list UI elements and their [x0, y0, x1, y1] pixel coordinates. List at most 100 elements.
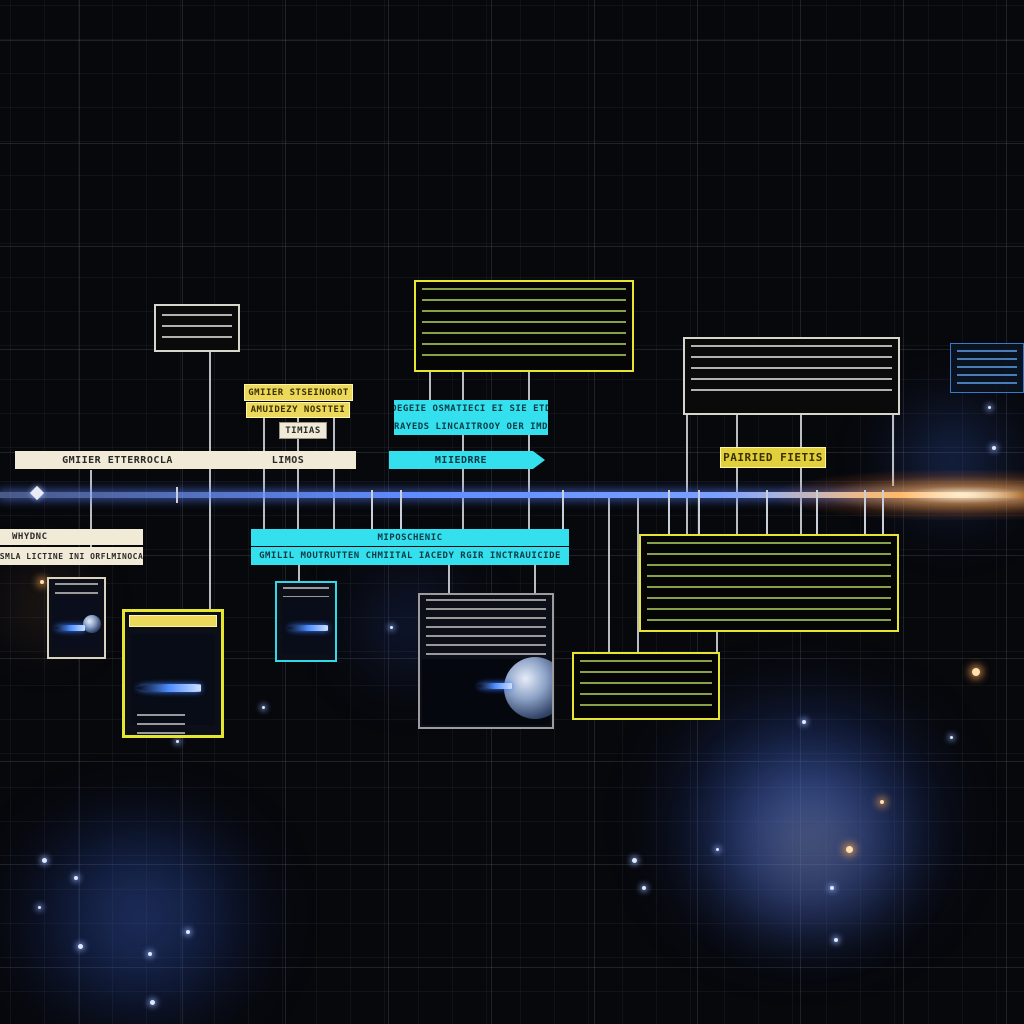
star [176, 740, 179, 743]
star [262, 706, 265, 709]
text-lines [422, 288, 626, 364]
cyan-header-2: ERAYEDS LINCAITROOY OER IMDI [394, 418, 548, 435]
connector-line [637, 496, 639, 652]
axis-tick [864, 490, 866, 534]
star [74, 876, 78, 880]
gold-header-2: AMUIDEZY NOSTTEI [246, 402, 350, 418]
spaceship-icon [137, 684, 201, 692]
star [880, 800, 884, 804]
image-card-2 [122, 609, 224, 738]
star [846, 846, 853, 853]
connector-line [209, 350, 211, 612]
star [716, 848, 719, 851]
axis-tick [766, 490, 768, 534]
spaceship-icon [55, 625, 85, 631]
star [802, 720, 806, 724]
image-panel [422, 657, 552, 725]
connector-line [528, 370, 530, 530]
cream-bar-left: GMIIER ETTERROCLA [15, 451, 220, 469]
nebula-bottom-left [0, 810, 280, 1024]
star [148, 952, 152, 956]
star [632, 858, 637, 863]
axis-tick [882, 490, 884, 534]
cyan-header-1: DEGEIE OSMATIECI EI SIE ETD [394, 400, 548, 418]
axis-tick [562, 490, 564, 530]
left-tag-1: WHYDNC [0, 529, 143, 545]
connector-line [448, 560, 450, 596]
axis-tick [698, 490, 700, 534]
star [992, 446, 996, 450]
text-box-top-right [683, 337, 900, 415]
connector-line [462, 370, 464, 530]
connector-line [263, 418, 265, 530]
spaceship-icon [478, 683, 512, 689]
spaceship-icon [288, 625, 328, 631]
connector-line [534, 560, 536, 596]
star [186, 930, 190, 934]
axis-tick [816, 490, 818, 534]
image-card-3 [275, 581, 337, 662]
text-lines [580, 660, 712, 712]
connector-line [608, 496, 610, 652]
text-lines [137, 714, 185, 735]
arrow-right-icon [533, 451, 545, 469]
nebula-bottom-right [640, 690, 970, 950]
axis-tick [371, 490, 373, 530]
star [78, 944, 83, 949]
star [40, 580, 44, 584]
text-lines [647, 542, 891, 624]
image-panel [282, 599, 330, 654]
star [972, 668, 980, 676]
connector-line [333, 418, 335, 530]
planet-icon [83, 615, 101, 633]
star [950, 736, 953, 739]
image-card-1 [47, 577, 106, 659]
left-tag-2: GSMLA LICTINE INI ORFLMINOCAI [0, 547, 143, 565]
cyan-bar-top: MIPOSCHENIC [251, 529, 569, 546]
text-box-bottom-right [639, 534, 899, 632]
card-header [129, 615, 217, 627]
text-box-top-center [414, 280, 634, 372]
text-lines [283, 587, 329, 597]
gold-header-1: GMIIER STSEINOROT [244, 384, 353, 401]
planet-icon [504, 657, 552, 719]
star [42, 858, 47, 863]
connector-line [716, 630, 718, 654]
connector-line [892, 414, 894, 486]
connector-line [298, 560, 300, 586]
yellow-tag: PAIRIED FIETIS [720, 447, 826, 468]
axis-tick [668, 490, 670, 534]
image-panel [131, 634, 215, 735]
timeline-axis [0, 492, 1024, 498]
star [642, 886, 646, 890]
small-tag: TIMIAS [279, 422, 327, 439]
connector-line [90, 470, 92, 550]
lens-flare-icon [780, 470, 1024, 520]
connector-line [429, 370, 431, 400]
star [988, 406, 991, 409]
text-box-far-right [950, 343, 1024, 393]
text-lines [691, 345, 892, 399]
image-card-4 [418, 593, 554, 729]
axis-tick [400, 490, 402, 530]
connector-line [736, 414, 738, 534]
connector-line [686, 414, 688, 534]
image-panel [53, 597, 101, 649]
text-lines [426, 599, 546, 657]
cyan-bar-bottom: GMILIL MOUTRUTTEN CHMIITAL IACEDY RGIR I… [251, 547, 569, 565]
star [150, 1000, 155, 1005]
text-lines [55, 583, 98, 595]
connector-line [297, 418, 299, 530]
cream-bar-right: LIMOS [220, 451, 356, 469]
star [830, 886, 834, 890]
cyan-arrow-bar: MIIEDRRE [389, 451, 533, 469]
star [38, 906, 41, 909]
star [390, 626, 393, 629]
text-lines [957, 350, 1017, 386]
text-box-bottom-mid [572, 652, 720, 720]
axis-tick [176, 487, 178, 503]
text-lines [162, 314, 232, 342]
nebula-bottom-right-core [700, 760, 920, 930]
star [834, 938, 838, 942]
